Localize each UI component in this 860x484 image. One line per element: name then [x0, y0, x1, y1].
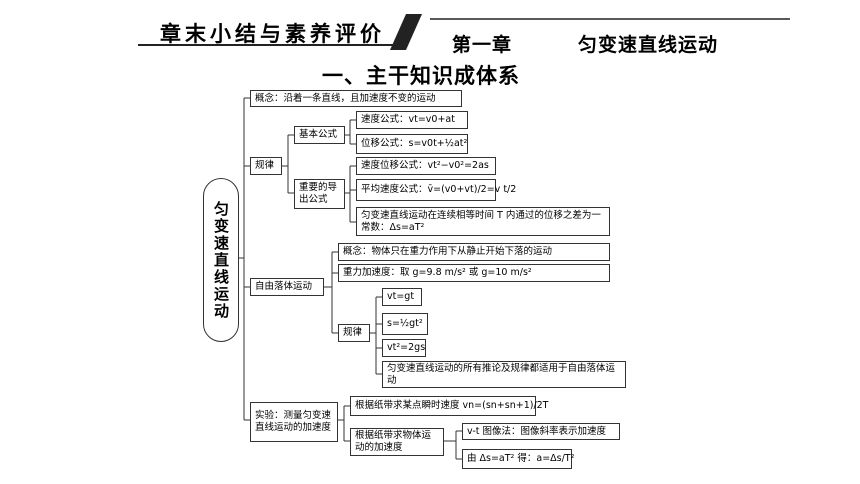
free-fall-node: 自由落体运动	[250, 278, 324, 296]
chapter-topic: 匀变速直线运动	[578, 34, 719, 56]
root-label: 匀变速直线运动	[212, 200, 230, 320]
derived-formulas-node: 重要的导出公式	[294, 179, 345, 209]
velocity-formula: 速度公式：vt=v0+at	[356, 111, 468, 129]
delta-s-method: 由 Δs=aT² 得：a=Δs/T²	[462, 449, 574, 469]
basic-formulas-node: 基本公式	[294, 126, 345, 144]
root-node: 匀变速直线运动	[203, 178, 239, 342]
displacement-formula: 位移公式：s=v0t+½at²	[356, 134, 468, 154]
concept-box: 概念：沿着一条直线，且加速度不变的运动	[250, 90, 462, 107]
average-velocity-formula: 平均速度公式：v̄=(v0+vt)/2=v t/2	[356, 179, 516, 201]
experiment-node: 实验：测量匀变速直线运动的加速度	[250, 402, 338, 442]
free-fall-velocity: vt=gt	[382, 288, 422, 306]
free-fall-velocity-squared: vt²=2gs	[382, 339, 426, 357]
gravity-acceleration: 重力加速度：取 g=9.8 m/s² 或 g=10 m/s²	[338, 264, 610, 282]
free-fall-displacement: s=½gt²	[382, 313, 428, 335]
section-title: 一、主干知识成体系	[322, 63, 520, 88]
vt-graph-method: v-t 图像法：图像斜率表示加速度	[462, 423, 620, 440]
page-header-title: 章末小结与素养评价	[160, 22, 385, 46]
velocity-displacement-formula: 速度位移公式：vt²−v0²=2as	[356, 157, 496, 175]
free-fall-concept: 概念：物体只在重力作用下从静止开始下落的运动	[338, 243, 610, 261]
free-fall-rules-node: 规律	[338, 324, 370, 342]
consecutive-displacement-rule: 匀变速直线运动在连续相等时间 T 内通过的位移之差为一常数：Δs=aT²	[356, 207, 610, 236]
instant-velocity-method: 根据纸带求某点瞬时速度 vn=(sn+sn+1)/2T	[350, 396, 549, 416]
acceleration-method-node: 根据纸带求物体运动的加速度	[350, 428, 444, 456]
chapter-label: 第一章	[452, 34, 513, 56]
free-fall-note: 匀变速直线运动的所有推论及规律都适用于自由落体运动	[382, 361, 626, 388]
rules-node: 规律	[250, 157, 282, 175]
